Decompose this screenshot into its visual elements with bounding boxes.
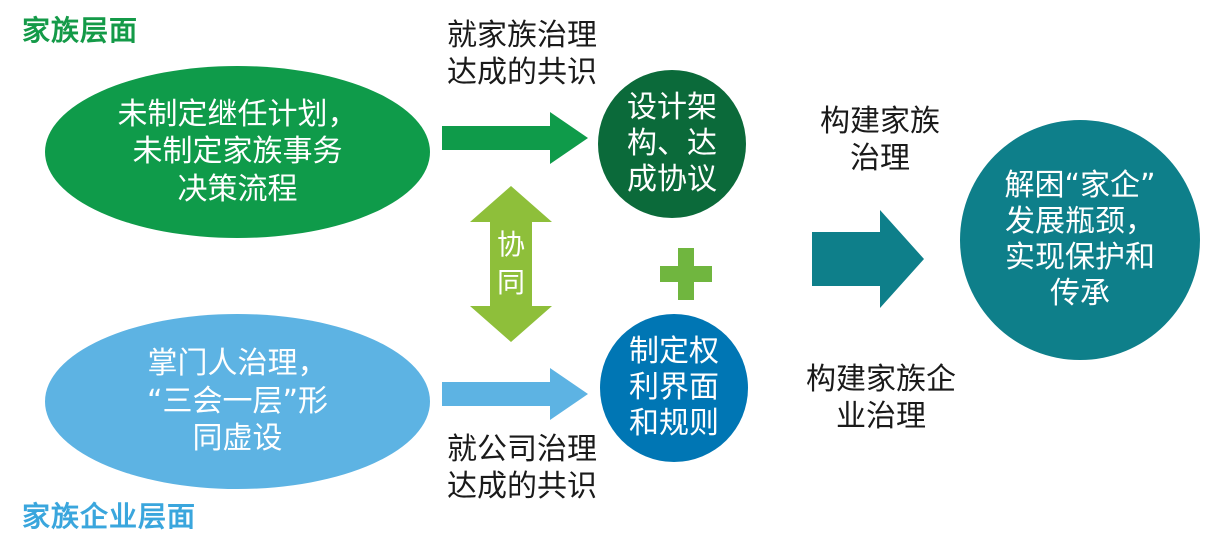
family-action-circle: 设计架 构、达 成协议 [598,70,746,218]
collaboration-label: 协 同 [496,228,525,299]
build-enterprise-governance-label: 构建家族企 业治理 [806,362,956,434]
build-family-governance-label: 构建家族 治理 [820,104,940,176]
result-arrow [812,210,924,308]
collaboration-double-arrow [470,186,552,342]
family-problem-text: 未制定继任计划， 未制定家族事务 决策流程 [117,96,358,207]
enterprise-consensus-label: 就公司治理 达成的共识 [447,432,597,504]
enterprise-action-circle: 制定权 利界面 和规则 [600,314,748,462]
result-circle: 解困“家企” 发展瓶颈， 实现保护和 传承 [960,120,1200,360]
family-problem-ellipse: 未制定继任计划， 未制定家族事务 决策流程 [45,66,430,238]
enterprise-level-title: 家族企业层面 [22,500,197,533]
family-right-arrow [442,112,588,164]
family-consensus-label: 就家族治理 达成的共识 [447,18,597,90]
enterprise-problem-text: 掌门人治理， “三会一层”形 同虚设 [146,346,329,457]
enterprise-problem-ellipse: 掌门人治理， “三会一层”形 同虚设 [45,314,430,489]
family-action-text: 设计架 构、达 成协议 [627,90,717,197]
plus-icon [660,248,712,300]
enterprise-action-text: 制定权 利界面 和规则 [629,334,719,441]
result-text: 解困“家企” 发展瓶颈， 实现保护和 传承 [1004,168,1156,311]
enterprise-right-arrow [442,368,588,420]
family-level-title: 家族层面 [22,14,139,47]
